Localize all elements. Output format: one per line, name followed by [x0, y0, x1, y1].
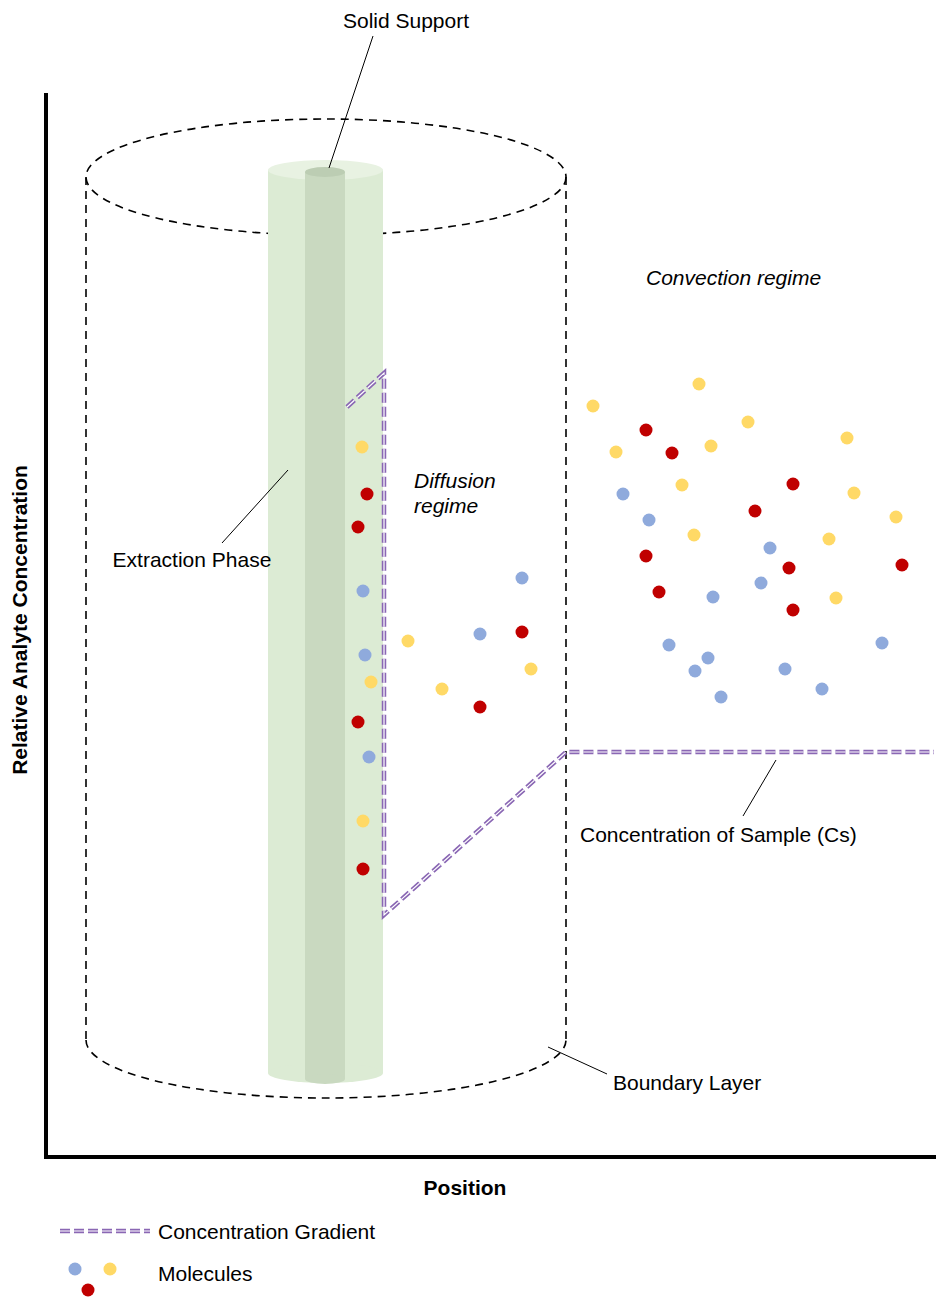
- extraction-phase-rod: [268, 160, 383, 1083]
- molecule: [676, 479, 689, 492]
- molecule: [689, 665, 702, 678]
- molecule: [764, 542, 777, 555]
- molecule: [365, 676, 378, 689]
- molecule: [707, 591, 720, 604]
- molecule: [525, 663, 538, 676]
- molecule: [610, 446, 623, 459]
- molecule: [643, 514, 656, 527]
- molecule: [742, 416, 755, 429]
- solid-support-top: [305, 167, 345, 177]
- x-axis: [44, 1155, 936, 1159]
- molecule: [359, 649, 372, 662]
- leader-line: [743, 760, 776, 816]
- molecule: [688, 529, 701, 542]
- molecule: [436, 683, 449, 696]
- molecule: [653, 586, 666, 599]
- leader-line: [329, 36, 373, 168]
- legend-line-inner: [60, 1230, 150, 1231]
- molecule: [617, 488, 630, 501]
- legend-sample: [58, 1216, 153, 1256]
- molecule: [787, 604, 800, 617]
- molecule: [357, 863, 370, 876]
- molecule: [357, 585, 370, 598]
- molecule: [715, 691, 728, 704]
- molecule: [363, 751, 376, 764]
- boundary-layer-cylinder: [86, 119, 566, 1098]
- legend-text: Concentration Gradient: [158, 1220, 375, 1244]
- molecule: [823, 533, 836, 546]
- solid-support-bottom: [305, 1074, 345, 1084]
- gradient-line: [347, 373, 934, 915]
- molecule: [640, 550, 653, 563]
- molecule: [663, 639, 676, 652]
- leader-line: [222, 470, 288, 543]
- molecule: [357, 815, 370, 828]
- molecule: [352, 521, 365, 534]
- molecule: [755, 577, 768, 590]
- solid-support-rod: [305, 167, 345, 1084]
- molecule: [779, 663, 792, 676]
- cylinder-side: [565, 177, 567, 1040]
- y-axis: [44, 93, 48, 1159]
- legend-dot: [69, 1263, 82, 1276]
- molecule: [890, 511, 903, 524]
- molecule: [474, 628, 487, 641]
- leader-lines: [222, 36, 776, 1074]
- molecule: [783, 562, 796, 575]
- legend-sample: [58, 1258, 153, 1298]
- molecule: [474, 701, 487, 714]
- solid-support: [305, 172, 345, 1079]
- region-label: Diffusion regime: [414, 468, 524, 518]
- molecule: [640, 424, 653, 437]
- molecule: [352, 716, 365, 729]
- molecule: [705, 440, 718, 453]
- legend-dot: [82, 1284, 95, 1297]
- part-label: Concentration of Sample (Cs): [580, 822, 857, 847]
- molecule: [841, 432, 854, 445]
- legend-text: Molecules: [158, 1262, 253, 1286]
- molecule: [402, 635, 415, 648]
- molecule: [356, 441, 369, 454]
- legend-dot: [104, 1263, 117, 1276]
- concentration-gradient: [347, 373, 934, 915]
- legend-item: Molecules: [58, 1258, 478, 1292]
- molecule: [896, 559, 909, 572]
- molecule: [848, 487, 861, 500]
- molecule: [516, 626, 529, 639]
- region-label: Convection regime: [646, 265, 821, 290]
- legend-item: Concentration Gradient: [58, 1216, 478, 1250]
- molecule: [830, 592, 843, 605]
- molecule: [702, 652, 715, 665]
- molecule: [876, 637, 889, 650]
- molecule: [816, 683, 829, 696]
- leader-line: [548, 1047, 607, 1074]
- molecule: [516, 572, 529, 585]
- axis-title: Relative Analyte Concentration: [7, 465, 32, 775]
- molecule: [666, 447, 679, 460]
- molecules: [352, 378, 909, 876]
- part-label: Boundary Layer: [613, 1070, 761, 1095]
- part-label: Extraction Phase: [112, 547, 272, 572]
- gradient-line-inner: [347, 373, 934, 915]
- molecule: [361, 488, 374, 501]
- axis-title: Position: [424, 1175, 507, 1200]
- molecule: [749, 505, 762, 518]
- molecule: [693, 378, 706, 391]
- legend-line: [60, 1229, 150, 1234]
- molecule: [587, 400, 600, 413]
- molecule: [787, 478, 800, 491]
- part-label: Solid Support: [343, 8, 469, 33]
- cylinder-side: [85, 177, 87, 1040]
